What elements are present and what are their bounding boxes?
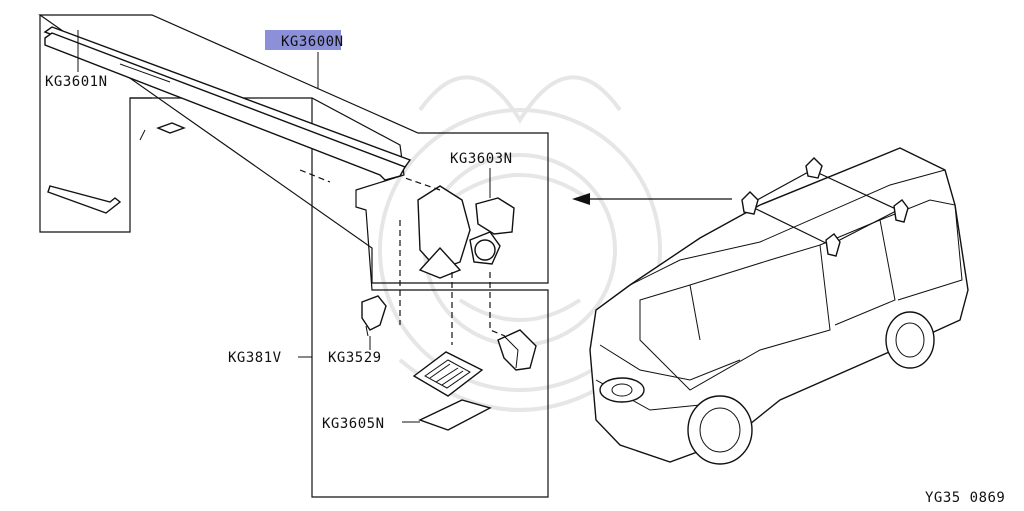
kg3605n-sheet-part (418, 399, 492, 431)
figure-code: YG35 0869 (925, 490, 1005, 506)
label-kg3603n: KG3603N (450, 151, 513, 167)
hex-wrench-part (47, 185, 122, 214)
kit-box-outline (152, 97, 549, 498)
label-kg3529: KG3529 (328, 350, 382, 366)
kg3600n-highlight (265, 30, 341, 50)
label-kg3601n: KG3601N (45, 74, 108, 90)
roof-rail-part (43, 26, 412, 181)
location-arrow (572, 193, 732, 205)
clip-part (139, 122, 186, 141)
label-kg3600n: KG3600N (281, 34, 344, 50)
assembly-outline (38, 14, 549, 284)
kg3529-clip-part (361, 295, 387, 337)
label-kg3605n: KG3605N (322, 416, 385, 432)
label-kg381v: KG381V (228, 350, 282, 366)
van-illustration (589, 147, 969, 465)
bracket-assembly-part (399, 177, 515, 345)
cover-part (497, 329, 537, 371)
rail-dash (299, 169, 331, 183)
pad-part (412, 351, 484, 397)
